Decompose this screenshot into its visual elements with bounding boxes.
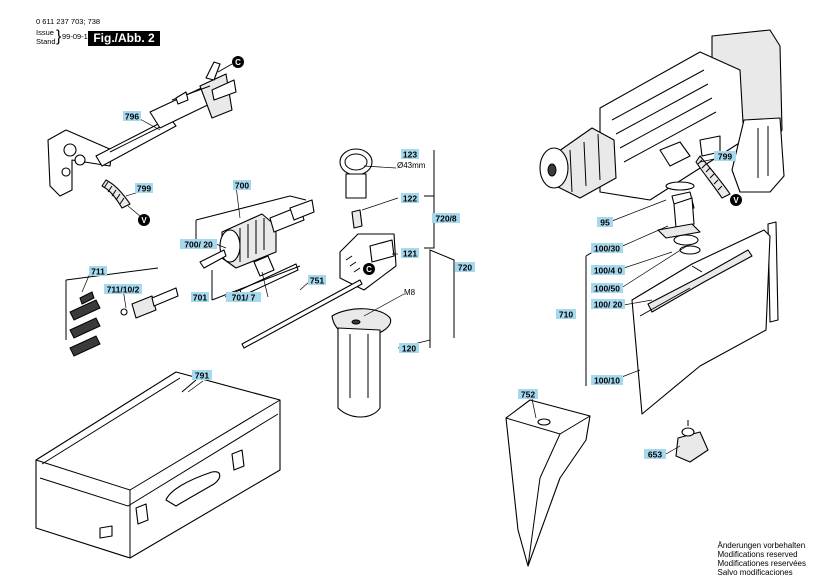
callout-710: 710 [559,310,573,320]
callout-100-10: 100/10 [594,376,620,386]
callout-791: 791 [195,371,209,381]
marker-v-left-label: V [141,216,147,225]
callout-120: 120 [402,344,416,354]
brace: } [56,28,62,45]
callout-701: 701 [193,293,207,303]
callout-711-10-2: 711/10/2 [107,285,140,295]
stand-label: Stand [36,37,56,46]
callout-701-7: 701/ 7 [232,293,256,303]
marker-c-mid-label: C [366,265,372,274]
callout-122: 122 [403,194,417,204]
callout-799-right: 799 [718,152,732,162]
callout-labels: 796 799 700 700/ 20 701 701/ 7 711 711/1… [89,111,736,460]
callout-123-size: Ø43mm [397,161,426,170]
callout-796: 796 [125,112,139,122]
note-fr: Modificationes reservées [717,559,806,568]
carrying-case [35,371,281,559]
callout-653: 653 [648,450,662,460]
callout-799-left: 799 [137,184,151,194]
callout-751: 751 [310,276,324,286]
marker-c-top [232,56,244,68]
marker-c-top-label: C [235,58,241,67]
note-es: Salvo modificaciones [717,568,793,577]
issue-label: Issue [36,28,54,37]
callout-121: 121 [403,249,417,259]
callout-m8: M8 [404,288,416,297]
marker-c-mid [363,263,375,275]
modification-notes: Änderungen vorbehalten Modifications res… [718,541,806,577]
hammer-drill-body: V [539,29,785,206]
callout-752: 752 [521,390,535,400]
adjusting-knob [675,420,709,463]
dust-cap-and-rings [657,181,701,255]
callout-100-30: 100/30 [594,244,620,254]
callout-100-50: 100/50 [594,284,620,294]
callout-95: 95 [600,218,610,228]
callout-720-8: 720/8 [435,214,457,224]
callout-711: 711 [91,267,105,277]
callout-720: 720 [458,263,472,273]
callout-100-40: 100/4 0 [594,266,623,276]
screwdriver-bits [65,267,179,357]
drill-chuck-group [195,195,315,301]
callout-123: 123 [403,150,417,160]
dust-container [585,221,779,415]
note-en: Modifications reserved [717,550,798,559]
depth-stop-assembly: C V [47,56,244,226]
note-de: Änderungen vorbehalten [717,541,806,550]
auxiliary-handle-group: C [241,148,455,418]
figure-label: Fig./Abb. 2 [88,31,160,46]
marker-v-right [730,194,742,206]
issue-date: 99-09-15 [62,32,93,41]
marker-v-right-label: V [733,196,739,205]
dust-bag [505,399,591,567]
callout-700: 700 [235,181,249,191]
part-number: 0 611 237 703; 738 [36,17,101,26]
callout-100-20: 100/ 20 [594,300,623,310]
marker-v-left [138,214,150,226]
callout-700-20: 700/ 20 [184,240,213,250]
